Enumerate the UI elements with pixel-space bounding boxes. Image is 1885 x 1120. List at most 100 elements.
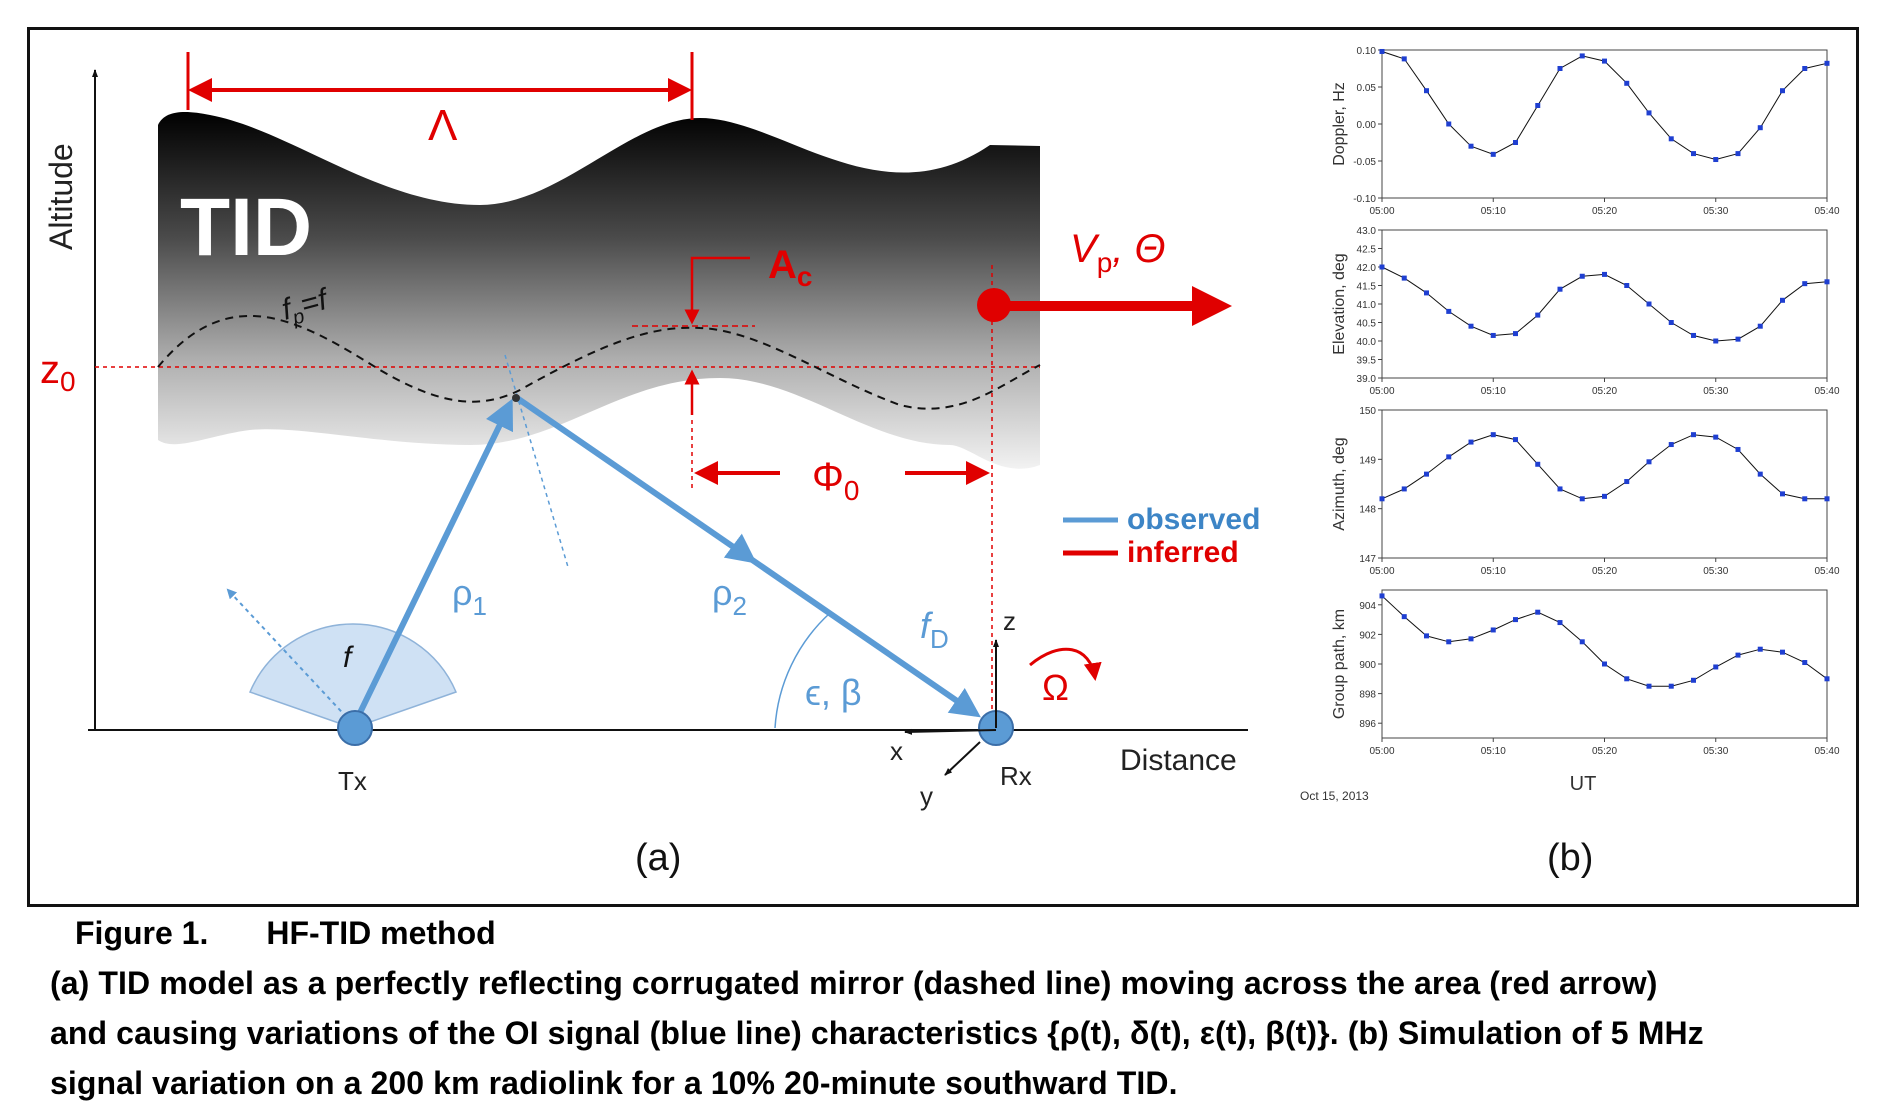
panel-a-diagram: Altitude Distance TID Λ z0 fp=f Ac Φ0 Vp… bbox=[40, 52, 1260, 879]
x-axis-title: UT bbox=[1570, 773, 1597, 795]
angle-label: ϵ, β bbox=[805, 672, 862, 713]
chart-0-point bbox=[1735, 151, 1741, 157]
chart-1-xtick-label: 05:40 bbox=[1814, 386, 1839, 397]
chart-1-point bbox=[1379, 264, 1385, 270]
chart-1-ytick-label: 42.5 bbox=[1357, 245, 1377, 256]
velocity-dot bbox=[977, 288, 1011, 322]
chart-0-ytick-label: -0.05 bbox=[1353, 157, 1376, 168]
chart-0-xtick-label: 05:40 bbox=[1814, 206, 1839, 217]
chart-2-point bbox=[1379, 496, 1385, 502]
chart-2-point bbox=[1757, 471, 1763, 477]
chart-3-point bbox=[1824, 676, 1830, 682]
chart-0-point bbox=[1668, 136, 1674, 142]
chart-2-ytick-label: 150 bbox=[1359, 406, 1376, 417]
altitude-label: Altitude bbox=[43, 143, 79, 250]
rotation-arrow bbox=[1029, 647, 1102, 681]
chart-2-point bbox=[1490, 432, 1496, 438]
chart-2-xtick-label: 05:40 bbox=[1814, 566, 1839, 577]
figure-title: HF-TID method bbox=[266, 915, 496, 951]
chart-2-point bbox=[1401, 486, 1407, 492]
chart-2-point bbox=[1780, 491, 1785, 497]
chart-3-ylabel: Group path, km bbox=[1331, 609, 1348, 719]
chart-0-xtick-label: 05:10 bbox=[1481, 206, 1506, 217]
chart-0-point bbox=[1446, 121, 1452, 127]
chart-3-xtick-label: 05:40 bbox=[1814, 746, 1839, 757]
chart-0-ylabel: Doppler, Hz bbox=[1331, 82, 1348, 166]
chart-2-point bbox=[1735, 446, 1741, 452]
chart-1-point bbox=[1713, 338, 1719, 344]
chart-1-point bbox=[1757, 323, 1763, 329]
chart-1-ytick-label: 41.0 bbox=[1357, 300, 1377, 311]
chart-1-ylabel: Elevation, deg bbox=[1331, 253, 1348, 354]
chart-2-frame bbox=[1381, 409, 1828, 559]
chart-2-point bbox=[1424, 471, 1429, 477]
chart-2-point bbox=[1602, 493, 1607, 499]
wavelength-label: Λ bbox=[428, 101, 458, 150]
rho2-midarrow bbox=[723, 533, 757, 564]
chart-3-point bbox=[1424, 633, 1429, 639]
legend-inferred-label: inferred bbox=[1127, 536, 1239, 569]
chart-2-point bbox=[1668, 442, 1674, 448]
tid-label: TID bbox=[180, 182, 312, 273]
chart-0-point bbox=[1401, 56, 1407, 62]
chart-0-point bbox=[1490, 151, 1496, 157]
chart-1-ytick-label: 41.5 bbox=[1357, 282, 1377, 293]
chart-1-point bbox=[1602, 271, 1607, 277]
chart-2-point bbox=[1535, 461, 1541, 467]
chart-2-ytick-label: 148 bbox=[1359, 505, 1376, 516]
velocity-label: Vp, Θ bbox=[1070, 227, 1166, 278]
chart-1-ytick-label: 42.0 bbox=[1357, 263, 1377, 274]
chart-3-point bbox=[1802, 660, 1808, 666]
chart-1-point bbox=[1735, 336, 1741, 342]
chart-2-ytick-label: 147 bbox=[1359, 554, 1376, 565]
chart-3-point bbox=[1401, 614, 1407, 620]
chart-1-ytick-label: 40.5 bbox=[1357, 319, 1377, 330]
panel-b-label: (b) bbox=[1547, 837, 1593, 879]
chart-1-frame bbox=[1381, 229, 1828, 379]
chart-1-point bbox=[1446, 308, 1452, 314]
reflection-point bbox=[512, 394, 520, 402]
chart-2-point bbox=[1713, 434, 1719, 440]
chart-3-point bbox=[1379, 593, 1385, 599]
distance-label: Distance bbox=[1120, 744, 1237, 777]
tx-station bbox=[337, 710, 373, 746]
rx-y-label: y bbox=[920, 781, 933, 811]
chart-0-point bbox=[1757, 125, 1763, 131]
panel-a-label: (a) bbox=[635, 837, 681, 879]
chart-1-series-line bbox=[1381, 266, 1828, 342]
chart-1-point bbox=[1646, 301, 1652, 307]
chart-0-point bbox=[1579, 53, 1585, 59]
chart-3-point bbox=[1646, 683, 1652, 689]
chart-2-point bbox=[1802, 496, 1808, 502]
date-label: Oct 15, 2013 bbox=[1300, 789, 1369, 803]
chart-3-point bbox=[1757, 646, 1763, 652]
chart-1-point bbox=[1490, 332, 1496, 338]
chart-1-point bbox=[1513, 331, 1518, 337]
chart-1-point bbox=[1424, 290, 1429, 296]
legend-observed-label: observed bbox=[1127, 503, 1260, 536]
rx-x-axis bbox=[904, 728, 997, 735]
chart-1-xtick-label: 05:00 bbox=[1369, 386, 1394, 397]
caption-line-3: signal variation on a 200 km radiolink f… bbox=[50, 1065, 1178, 1101]
chart-1-point bbox=[1668, 320, 1674, 325]
chart-0-ytick-label: -0.10 bbox=[1353, 194, 1376, 205]
chart-1-point bbox=[1624, 283, 1630, 288]
chart-0-ytick-label: 0.10 bbox=[1357, 46, 1377, 57]
chart-3-point bbox=[1513, 617, 1518, 623]
z0-label: z0 bbox=[40, 348, 76, 397]
chart-3-point bbox=[1468, 636, 1474, 642]
chart-3-xtick-label: 05:30 bbox=[1703, 746, 1728, 757]
chart-3-point bbox=[1624, 676, 1630, 682]
chart-0-point bbox=[1513, 140, 1518, 145]
chart-0-series-line bbox=[1381, 51, 1828, 161]
chart-3-ytick-label: 904 bbox=[1359, 601, 1376, 612]
chart-3-point bbox=[1579, 639, 1585, 645]
chart-0-point bbox=[1691, 151, 1696, 157]
chart-0-point bbox=[1802, 66, 1808, 71]
chart-3-point bbox=[1668, 683, 1674, 689]
chart-3-xtick-label: 05:00 bbox=[1369, 746, 1394, 757]
chart-3-ytick-label: 898 bbox=[1359, 690, 1376, 701]
chart-0-point bbox=[1535, 103, 1541, 108]
